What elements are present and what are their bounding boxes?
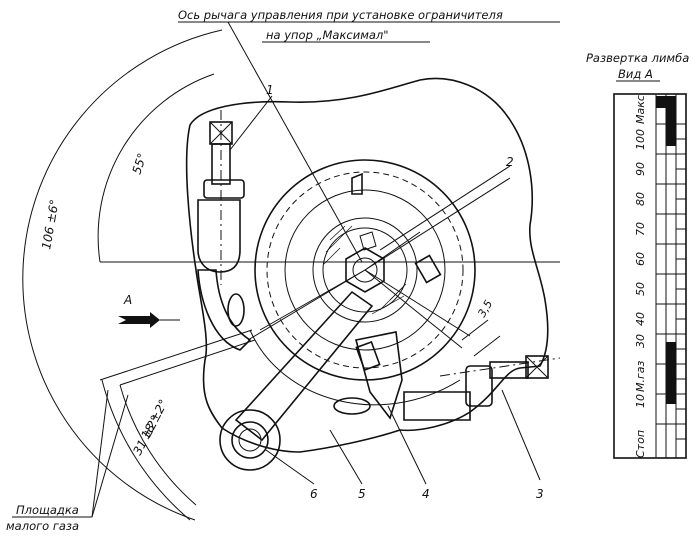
drum-inner-1: [284, 189, 446, 351]
lever-axis-text-line2: на упор „Максимал": [266, 28, 389, 42]
control-lever: [219, 290, 374, 471]
dim-3-5-line: [461, 319, 489, 341]
hub-center: [352, 257, 378, 283]
dial-scale-labels: Стоп 10 М.газ 30 40 50 60 70 80 90 100 М…: [634, 95, 647, 458]
lever-eye-outer: [219, 409, 281, 471]
callout-1: 1: [266, 83, 274, 97]
stop-block-screw: [355, 340, 381, 372]
hatching-inner: [323, 225, 407, 315]
lower-arc: [249, 329, 461, 406]
angle-55-label: 55°: [130, 151, 150, 176]
hub-nut: [345, 247, 385, 293]
view-a-arrow: А: [118, 293, 180, 328]
callouts: 1 2 3 4 5 6: [229, 83, 544, 501]
lever-eye-mid: [231, 421, 269, 459]
dim-3-5-label: 3,5: [475, 298, 495, 320]
dial-label-70: 70: [634, 222, 647, 236]
lever-eye-inner: [238, 428, 262, 452]
bottom-slot: [333, 397, 371, 415]
callout-5: 5: [358, 487, 366, 501]
callout-6: 6: [310, 487, 318, 501]
dial-label-idle: М.газ: [634, 360, 647, 392]
dial-label-30: 30: [634, 334, 647, 348]
dial-label-10: 10: [634, 394, 647, 408]
dial-label-90: 90: [634, 162, 647, 176]
radial-lines: [247, 177, 511, 349]
drum-inner-2: [312, 217, 418, 323]
left-ear: [197, 269, 252, 351]
idle-platform-line1: Площадка: [16, 503, 79, 517]
screw3-nut: [465, 365, 493, 407]
lever-arm: [234, 290, 374, 442]
stop-screw-1: [197, 110, 245, 285]
dial-ticks: [656, 123, 686, 440]
stop-block: [355, 331, 403, 420]
housing-outline: [185, 77, 549, 453]
dial-max-band: [666, 96, 676, 146]
stop-screw-3: [403, 355, 561, 421]
dial-label-100: 100: [634, 129, 647, 150]
dial-label-50: 50: [634, 282, 647, 296]
lever-axis-annotation: Ось рычага управления при установке огра…: [178, 8, 560, 263]
hub-bolt: [414, 254, 442, 284]
view-a-title: Вид А: [618, 67, 653, 81]
arc-106-deg: [22, 29, 223, 521]
dial-development: Развертка лимба Вид А: [586, 51, 689, 459]
idle-line-1: [99, 329, 253, 381]
view-arrow-letter: А: [123, 293, 132, 307]
dial-label-60: 60: [634, 252, 647, 266]
hub-key: [359, 231, 377, 251]
left-slot: [227, 293, 245, 327]
idle-platform-annotation: Площадка малого газа: [6, 389, 129, 533]
dial-drum: [254, 159, 476, 381]
dial-idle-band: [666, 342, 676, 404]
angular-dimensions: 106 ±6° 55° 18 ±2° 31 ±2°: [22, 29, 560, 521]
dial-label-40: 40: [634, 312, 647, 326]
lever-axis-line: [227, 21, 363, 263]
drum-hidden-ring: [266, 171, 464, 369]
angle-106-label: 106 ±6°: [39, 198, 62, 250]
screw3-body: [489, 361, 529, 379]
screw1-bracket: [197, 199, 241, 273]
dial-label-max: Макс: [634, 95, 647, 124]
idle-line-2: [119, 339, 256, 386]
drum-inner-3: [322, 227, 408, 313]
angle-31-label: 31 ±2°: [130, 413, 162, 457]
callout-3: 3: [536, 487, 544, 501]
drum-outer: [254, 159, 476, 381]
dial-label-stop: Стоп: [634, 430, 647, 458]
arc-31-deg: [101, 379, 191, 521]
lever-axis-text-line1: Ось рычага управления при установке огра…: [178, 8, 503, 22]
dial-label-80: 80: [634, 192, 647, 206]
dial-title: Развертка лимба: [586, 51, 689, 65]
arc-55-deg: [97, 73, 215, 263]
idle-platform-line2: малого газа: [6, 519, 79, 533]
arc-18-deg: [119, 384, 197, 506]
screw1-nut: [203, 179, 245, 199]
callout-4: 4: [422, 487, 430, 501]
callout-2: 2: [506, 155, 514, 169]
view-arrow-icon: [118, 312, 160, 328]
screw3-bracket: [403, 391, 471, 421]
dial-scale-frame: [613, 93, 687, 459]
drum-pin: [351, 172, 363, 195]
screw3-head: [525, 355, 549, 379]
